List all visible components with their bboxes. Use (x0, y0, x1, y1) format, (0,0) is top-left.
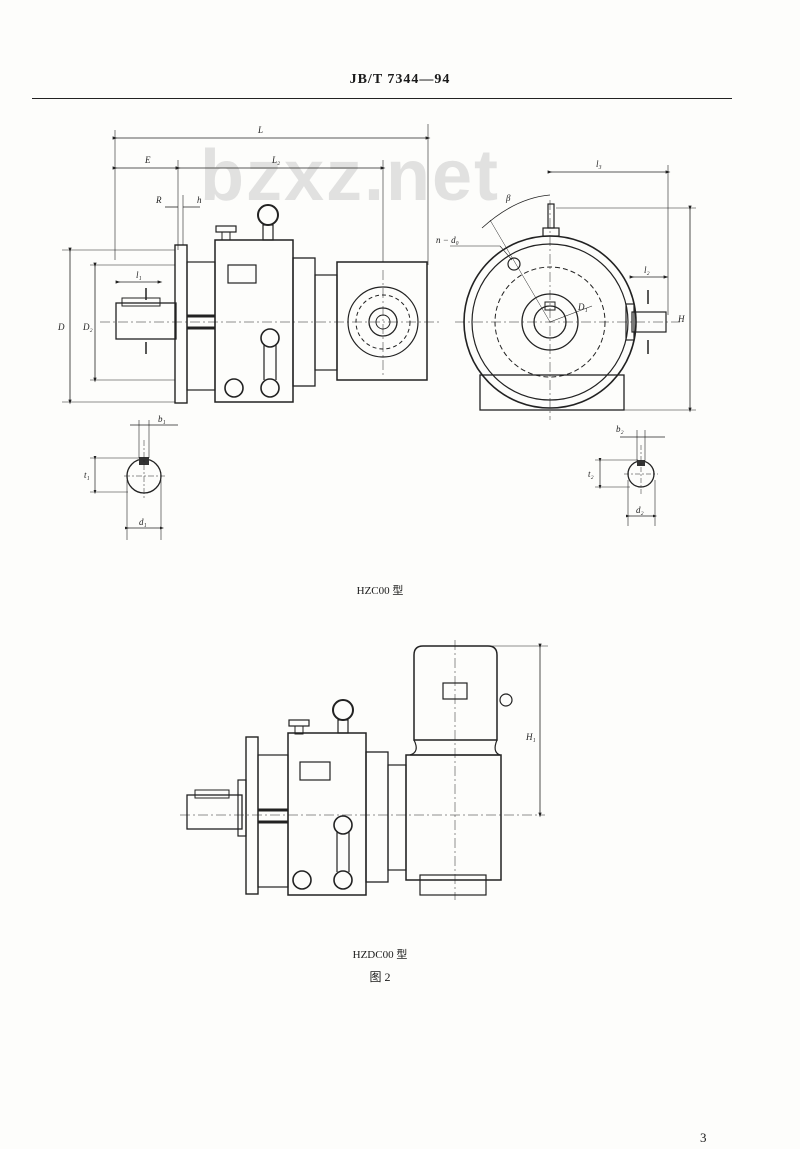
dim-d2: d₂ (636, 505, 644, 515)
dim-H1: H₁ (525, 732, 536, 742)
hzc00-side-view (62, 124, 440, 405)
dim-R: R (155, 195, 162, 205)
dim-D2: D₂ (82, 322, 93, 332)
dim-t2: t₂ (588, 469, 594, 479)
header-rule (32, 98, 732, 99)
figure-label: 图 2 (369, 970, 391, 984)
page-number: 3 (700, 1130, 707, 1145)
watermark: bzxz.net (200, 136, 501, 216)
dim-D1: D₁ (577, 302, 588, 312)
key-section-right (595, 430, 665, 526)
figure-caption-hzc00: HZC00 型 (356, 585, 404, 597)
dim-l2: l₂ (644, 265, 650, 275)
dim-d1: d₁ (139, 517, 147, 527)
dim-E: E (144, 155, 151, 165)
standard-code-header: JB/T 7344—94 (349, 72, 451, 87)
dim-L: L (257, 125, 263, 135)
dim-t1: t₁ (84, 470, 90, 480)
dim-b2: b₂ (616, 424, 624, 434)
dim-L2: L₂ (271, 155, 280, 165)
dimension-labels: L E L₂ R h D D₂ l₁ b₁ t₁ d₁ l₃ β n − d₀ … (57, 125, 685, 742)
dim-h: h (197, 195, 202, 205)
dim-l1: l₁ (136, 270, 142, 280)
key-section-left (90, 420, 178, 540)
dim-beta: β (505, 193, 511, 203)
dim-l3: l₃ (596, 159, 602, 169)
dim-b1: b₁ (158, 414, 166, 424)
dim-n-d0: n − d₀ (436, 235, 459, 245)
hzc00-end-view (450, 165, 696, 420)
dim-H: H (677, 314, 685, 324)
figure-caption-hzdc00: HZDC00 型 (352, 949, 408, 961)
hzdc00-view (180, 640, 548, 900)
dim-D: D (57, 322, 65, 332)
